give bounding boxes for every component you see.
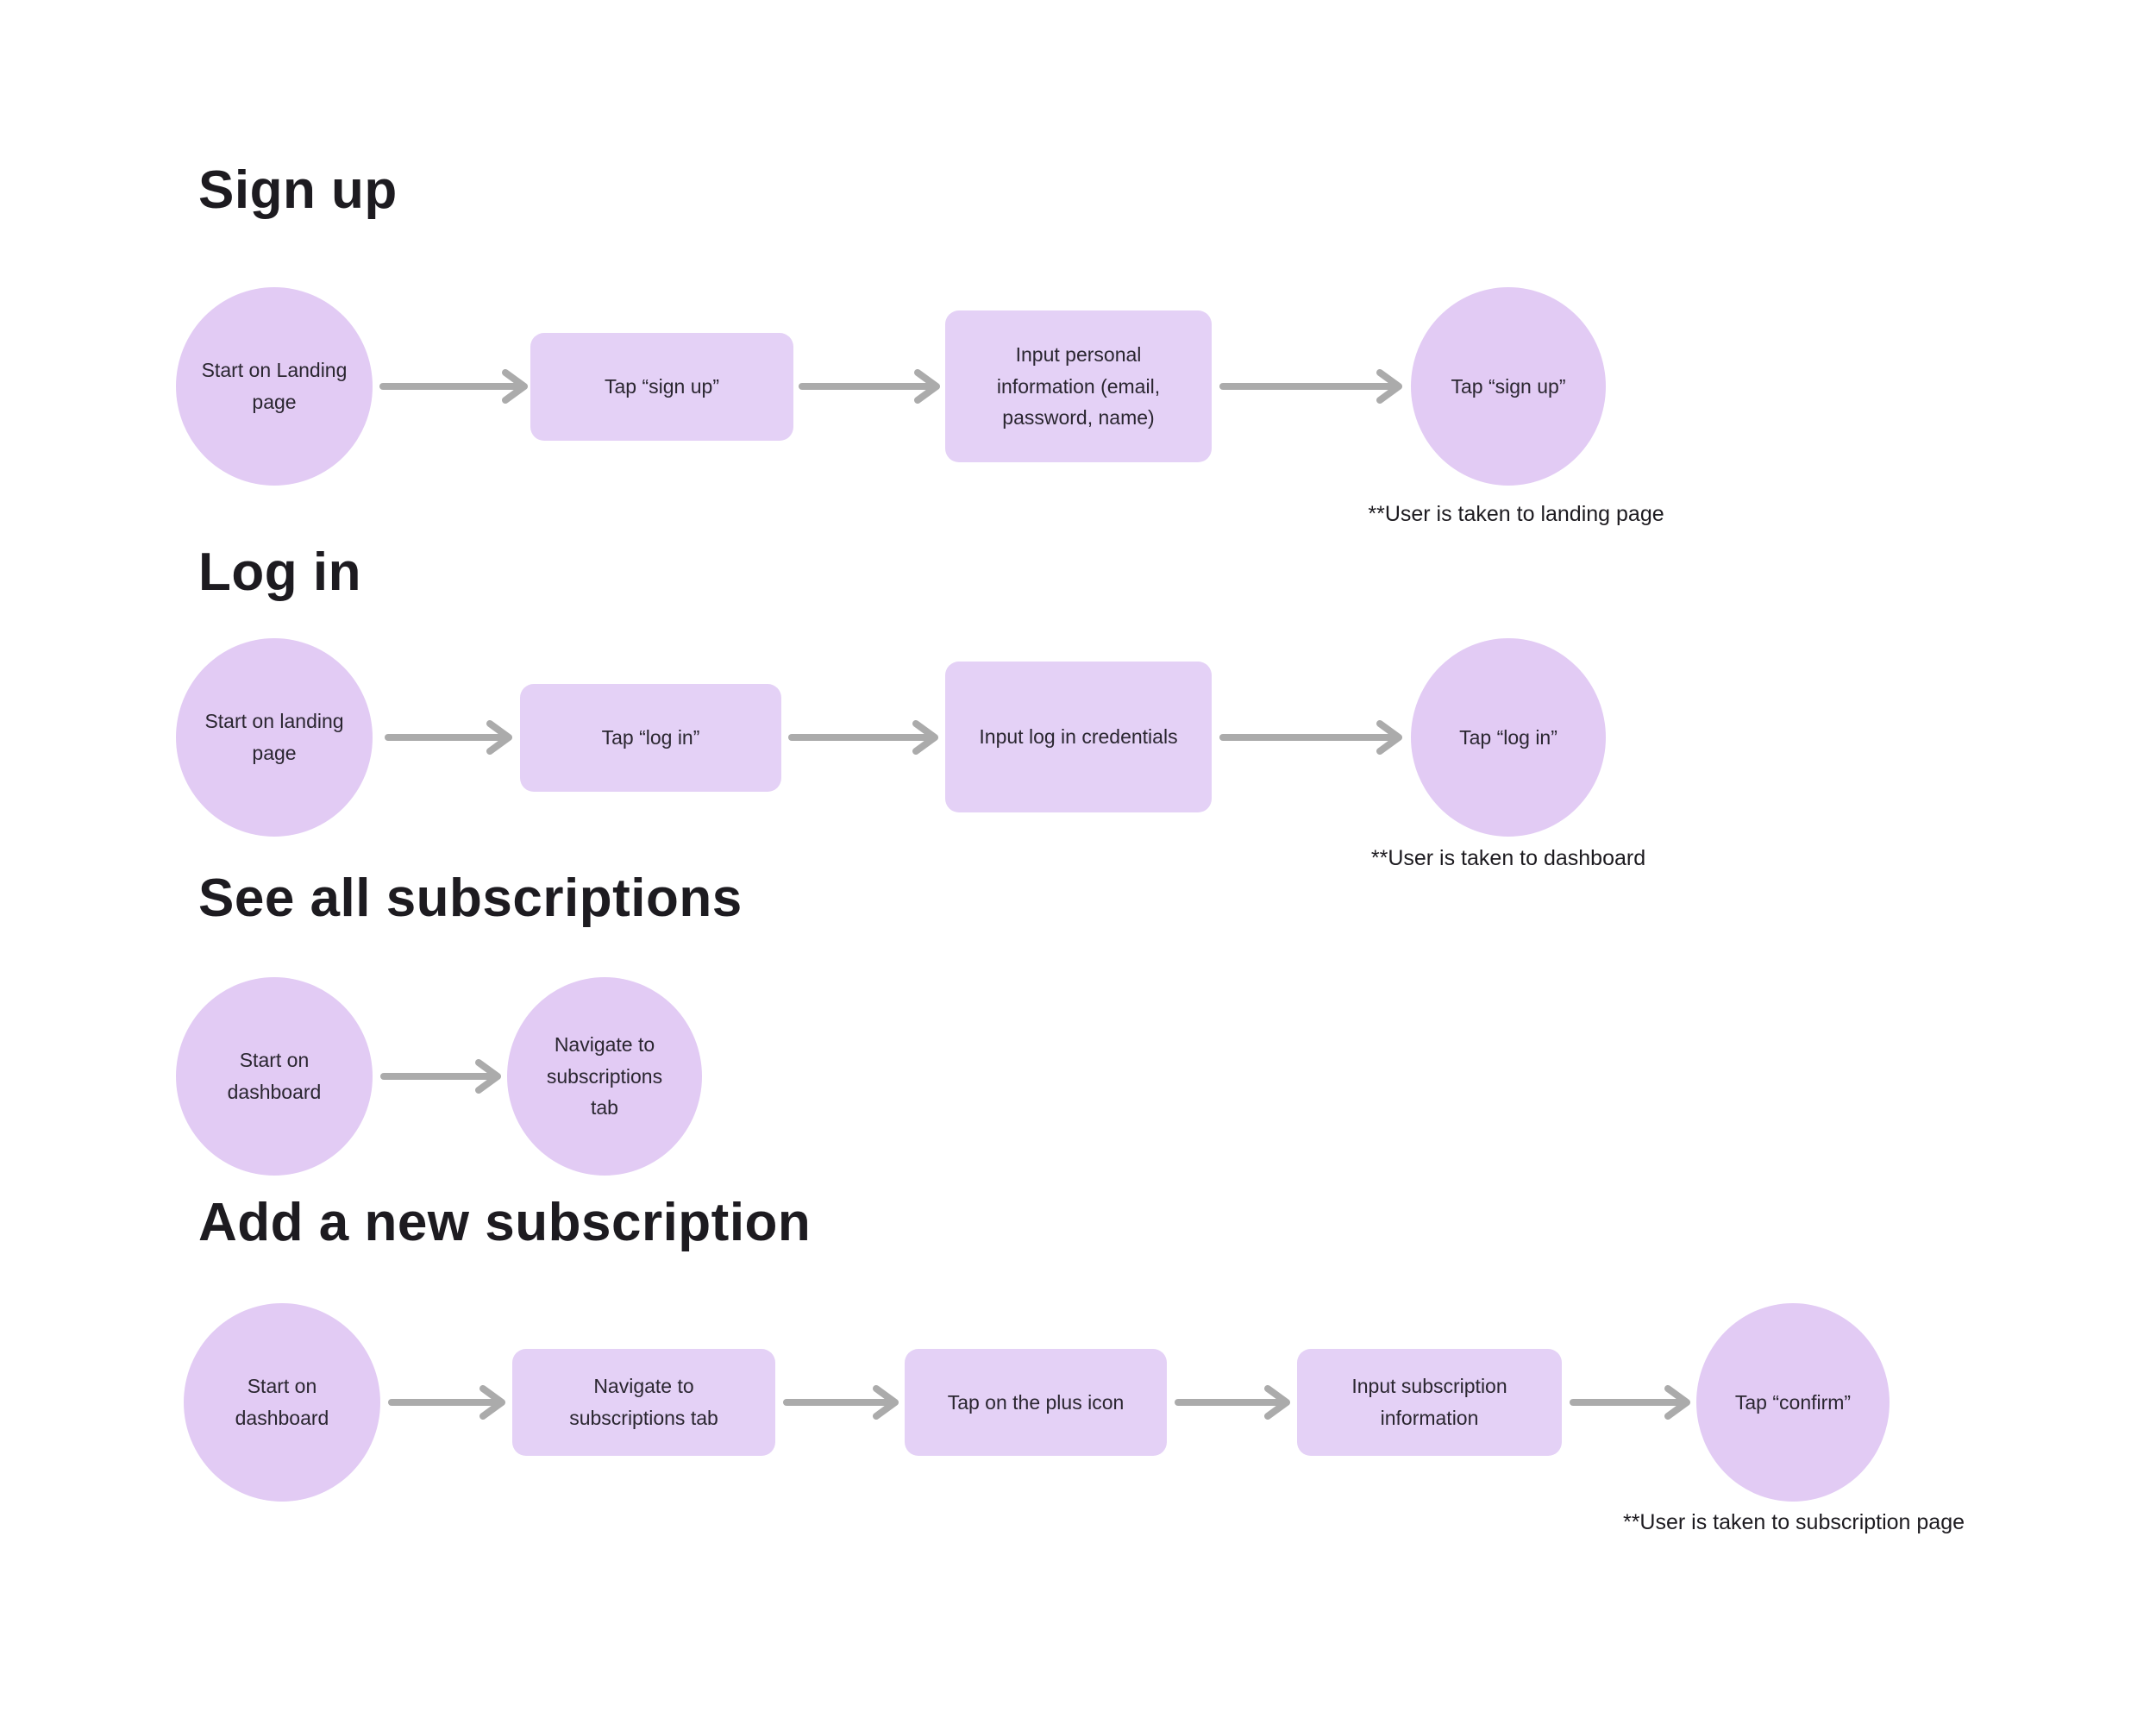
- arrow-icon: [1175, 1385, 1290, 1420]
- node-tap-confirm: Tap “confirm”: [1696, 1303, 1890, 1502]
- node-tap-sign-up-end: Tap “sign up”: [1411, 287, 1606, 486]
- arrow-icon: [799, 369, 940, 404]
- node-tap-log-in: Tap “log in”: [520, 684, 781, 792]
- node-navigate-to-subscriptions-tab: Navigate to subscriptions tab: [507, 977, 702, 1176]
- node-start-on-dashboard: Start on dashboard: [176, 977, 373, 1176]
- node-tap-sign-up: Tap “sign up”: [530, 333, 793, 441]
- node-input-subscription-information: Input subscription information: [1297, 1349, 1562, 1456]
- arrow-icon: [379, 369, 528, 404]
- section-title-see-all-subscriptions: See all subscriptions: [198, 869, 743, 928]
- node-tap-log-in-end: Tap “log in”: [1411, 638, 1606, 837]
- node-start-on-landing-page-2: Start on landing page: [176, 638, 373, 837]
- node-input-personal-information: Input personal information (email, passw…: [945, 310, 1212, 462]
- section-title-add-a-new-subscription: Add a new subscription: [198, 1193, 812, 1252]
- flow-note-log-in: **User is taken to dashboard: [1370, 846, 1646, 870]
- arrow-icon: [788, 720, 938, 755]
- node-input-log-in-credentials: Input log in credentials: [945, 662, 1212, 812]
- flow-note-add-subscription: **User is taken to subscription page: [1622, 1510, 1965, 1534]
- node-start-on-landing-page: Start on Landing page: [176, 287, 373, 486]
- section-title-sign-up: Sign up: [198, 160, 398, 220]
- arrow-icon: [1219, 369, 1402, 404]
- arrow-icon: [783, 1385, 899, 1420]
- arrow-icon: [1219, 720, 1402, 755]
- arrow-icon: [385, 720, 512, 755]
- flow-note-sign-up: **User is taken to landing page: [1368, 502, 1664, 526]
- arrow-icon: [388, 1385, 505, 1420]
- node-navigate-to-subscriptions-tab-2: Navigate to subscriptions tab: [512, 1349, 775, 1456]
- section-title-log-in: Log in: [198, 542, 361, 602]
- arrow-icon: [1570, 1385, 1690, 1420]
- node-start-on-dashboard-2: Start on dashboard: [184, 1303, 380, 1502]
- node-tap-on-the-plus-icon: Tap on the plus icon: [905, 1349, 1167, 1456]
- arrow-icon: [380, 1059, 501, 1094]
